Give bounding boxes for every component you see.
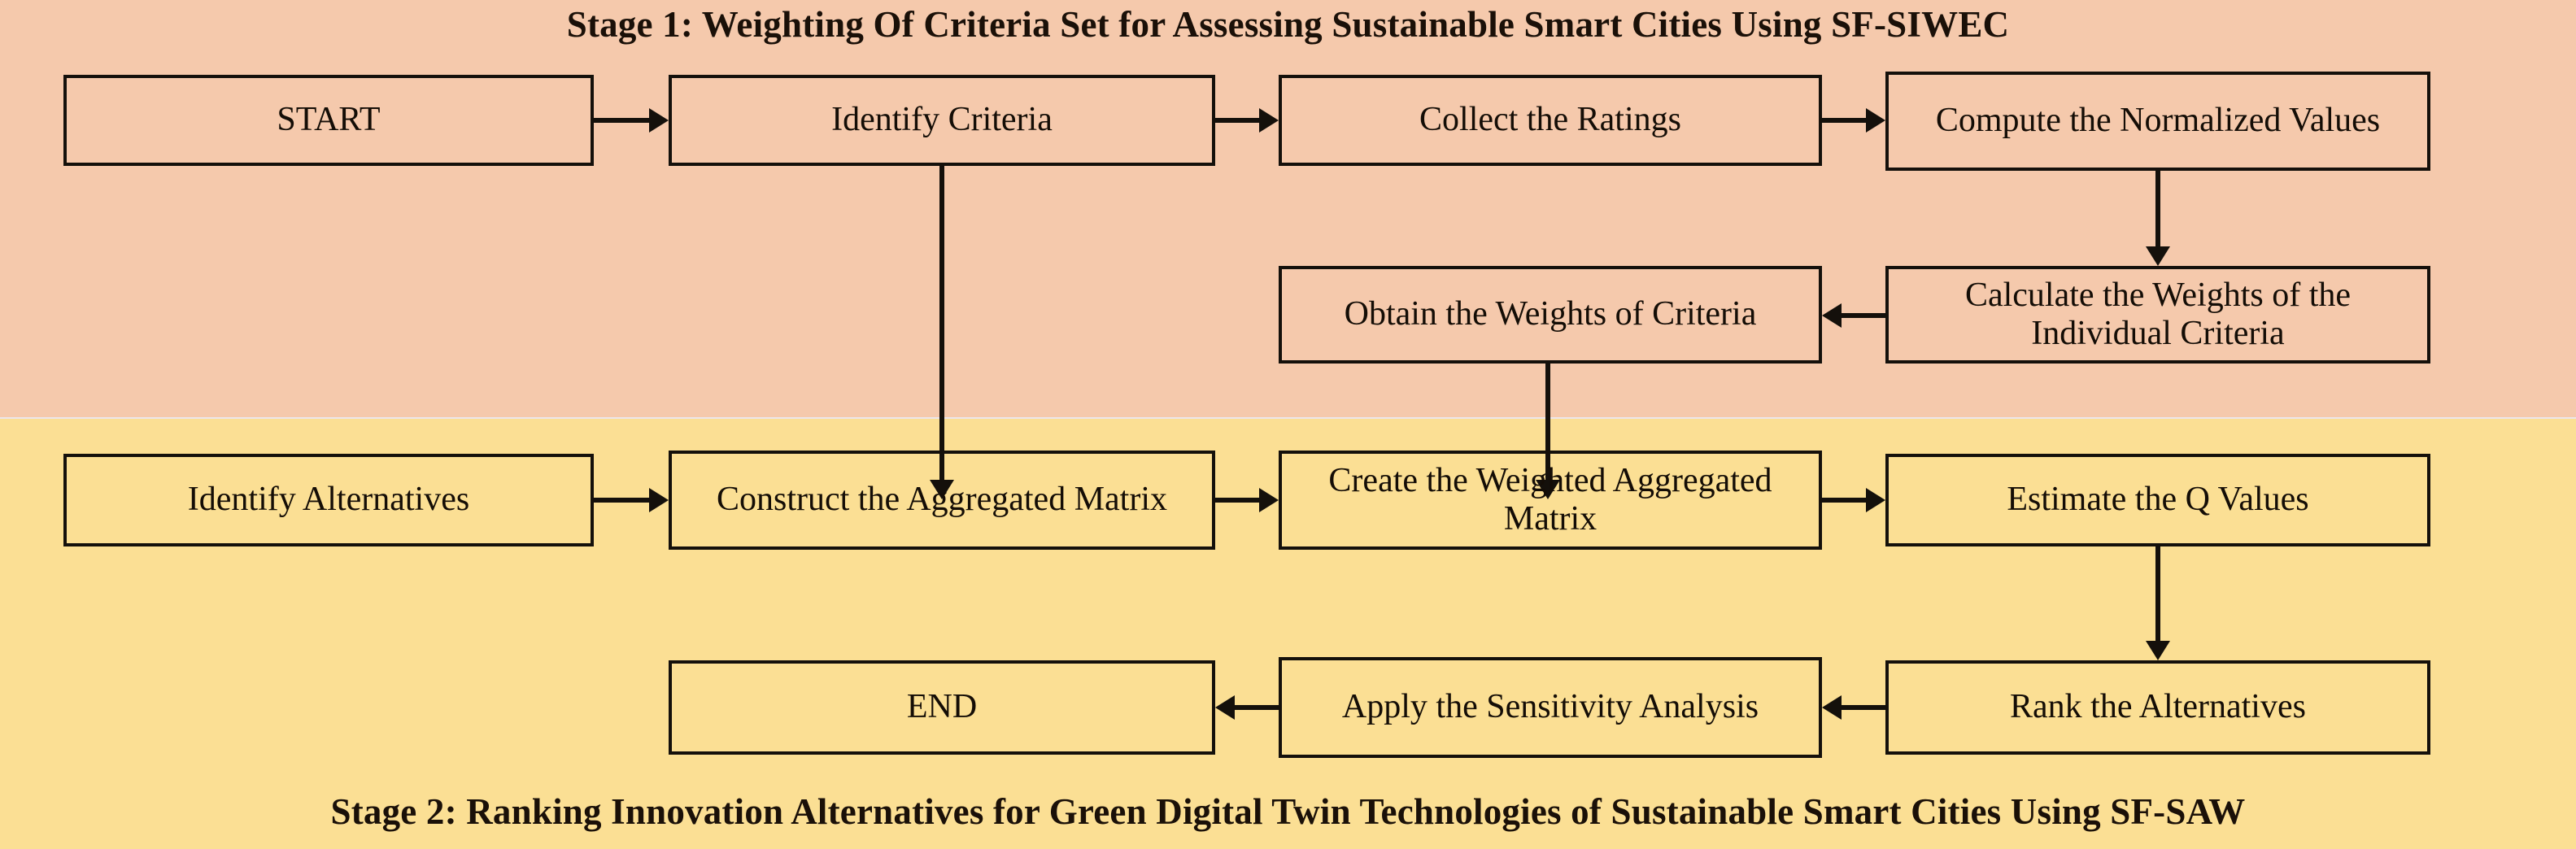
node-collect-ratings-label: Collect the Ratings [1419, 101, 1681, 139]
node-construct-aggregated-matrix-label: Construct the Aggregated Matrix [716, 481, 1168, 519]
node-obtain-weights-of-criteria[interactable]: Obtain the Weights of Criteria [1279, 266, 1822, 364]
node-identify-alternatives[interactable]: Identify Alternatives [63, 454, 594, 546]
node-compute-normalized-values[interactable]: Compute the Normalized Values [1885, 72, 2430, 171]
node-identify-criteria-label: Identify Criteria [831, 101, 1053, 139]
arrow-shaft [1822, 118, 1868, 123]
node-estimate-q-values[interactable]: Estimate the Q Values [1885, 454, 2430, 546]
node-construct-aggregated-matrix[interactable]: Construct the Aggregated Matrix [669, 451, 1215, 550]
arrow-shaft [939, 166, 944, 481]
node-collect-ratings[interactable]: Collect the Ratings [1279, 75, 1822, 166]
stage-2-title: Stage 2: Ranking Innovation Alternatives… [330, 791, 2246, 832]
stage-divider [0, 417, 2576, 419]
node-start[interactable]: START [63, 75, 594, 166]
arrow-shaft [594, 498, 651, 503]
arrow-head-left-icon [1215, 695, 1235, 720]
node-create-weighted-aggregated-matrix[interactable]: Create the Weighted Aggregated Matrix [1279, 451, 1822, 550]
arrow-head-right-icon [649, 488, 669, 512]
arrow-head-right-icon [1866, 108, 1885, 133]
arrow-head-down-icon [1536, 480, 1560, 499]
arrow-head-right-icon [1259, 488, 1279, 512]
node-identify-criteria[interactable]: Identify Criteria [669, 75, 1215, 166]
node-calculate-weights-individual-criteria-label: Calculate the Weights of the Individual … [1964, 276, 2352, 352]
arrow-shaft [1231, 705, 1279, 710]
arrow-shaft [1545, 364, 1550, 481]
arrow-shaft [1215, 498, 1261, 503]
node-end[interactable]: END [669, 660, 1215, 755]
node-calculate-weights-individual-criteria[interactable]: Calculate the Weights of the Individual … [1885, 266, 2430, 364]
node-start-label: START [277, 101, 381, 139]
node-apply-sensitivity-analysis[interactable]: Apply the Sensitivity Analysis [1279, 657, 1822, 758]
arrow-shaft [2155, 546, 2160, 642]
node-rank-alternatives-label: Rank the Alternatives [2010, 688, 2306, 726]
arrow-shaft [1822, 498, 1868, 503]
node-obtain-weights-of-criteria-label: Obtain the Weights of Criteria [1344, 295, 1757, 333]
node-create-weighted-aggregated-matrix-label: Create the Weighted Aggregated Matrix [1328, 461, 1772, 538]
node-end-label: END [906, 688, 978, 726]
arrow-head-down-icon [930, 480, 954, 499]
node-apply-sensitivity-analysis-label: Apply the Sensitivity Analysis [1341, 688, 1759, 726]
arrow-head-left-icon [1822, 695, 1842, 720]
arrow-shaft [2155, 171, 2160, 248]
arrow-head-down-icon [2146, 641, 2170, 660]
stage-1-band [0, 0, 2576, 417]
stage-1-title: Stage 1: Weighting Of Criteria Set for A… [566, 4, 2010, 45]
arrow-head-right-icon [1866, 488, 1885, 512]
stage-2-band [0, 419, 2576, 849]
node-rank-alternatives[interactable]: Rank the Alternatives [1885, 660, 2430, 755]
arrow-head-right-icon [649, 108, 669, 133]
arrow-head-left-icon [1822, 303, 1842, 328]
arrow-head-right-icon [1259, 108, 1279, 133]
arrow-shaft [1838, 313, 1885, 318]
node-compute-normalized-values-label: Compute the Normalized Values [1935, 102, 2381, 140]
node-estimate-q-values-label: Estimate the Q Values [2007, 481, 2309, 519]
arrow-shaft [1838, 705, 1885, 710]
arrow-shaft [594, 118, 651, 123]
node-identify-alternatives-label: Identify Alternatives [187, 481, 470, 519]
arrow-head-down-icon [2146, 246, 2170, 266]
arrow-shaft [1215, 118, 1261, 123]
